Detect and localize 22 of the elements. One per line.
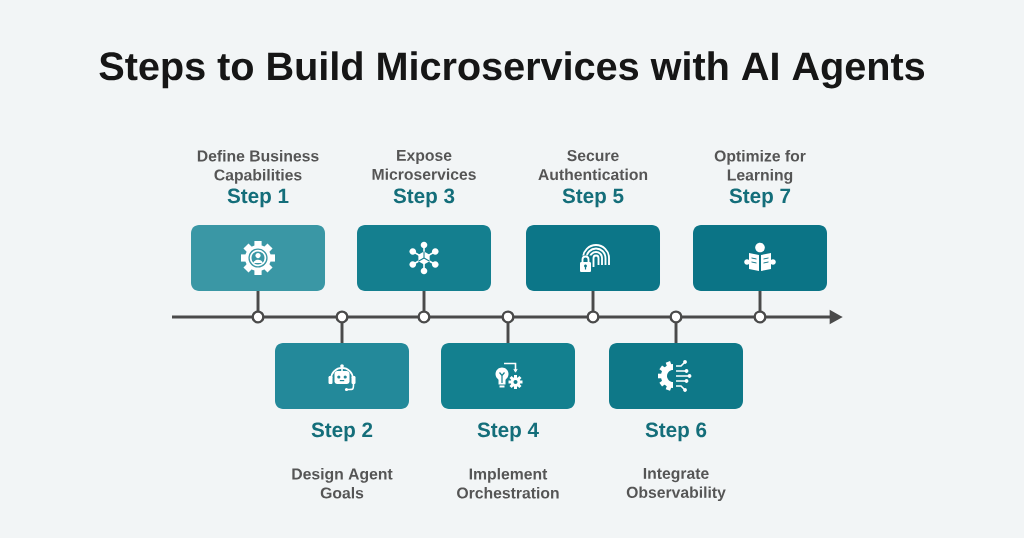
step-label: Expose Microservices	[372, 150, 476, 180]
step-heading: Step 1	[227, 188, 289, 208]
step-label: Optimize for Learning	[714, 150, 806, 184]
step-label: Implement Orchestration	[457, 468, 559, 499]
step-heading: Step 2	[311, 422, 373, 442]
connector-line	[422, 291, 426, 312]
step-heading: Step 5	[562, 188, 624, 208]
connector-line	[758, 291, 762, 312]
step-heading: Step 3	[393, 188, 455, 208]
step-label: Design Agent Goals	[292, 468, 393, 499]
connector-line	[591, 291, 595, 312]
step-heading: Step 7	[729, 188, 791, 208]
step-heading: Step 6	[645, 422, 707, 442]
connector-line	[506, 322, 510, 343]
step-label: Integrate Observability	[626, 468, 726, 502]
step-label: Secure Authentication	[538, 150, 648, 181]
step-heading: Step 4	[477, 422, 539, 442]
connector-line	[256, 291, 260, 312]
title: Steps to Build Microservices with AI Agents	[99, 51, 925, 89]
connector-line	[340, 322, 344, 343]
connector-line	[674, 322, 678, 343]
step-label: Define Business Capabilities	[197, 150, 319, 184]
